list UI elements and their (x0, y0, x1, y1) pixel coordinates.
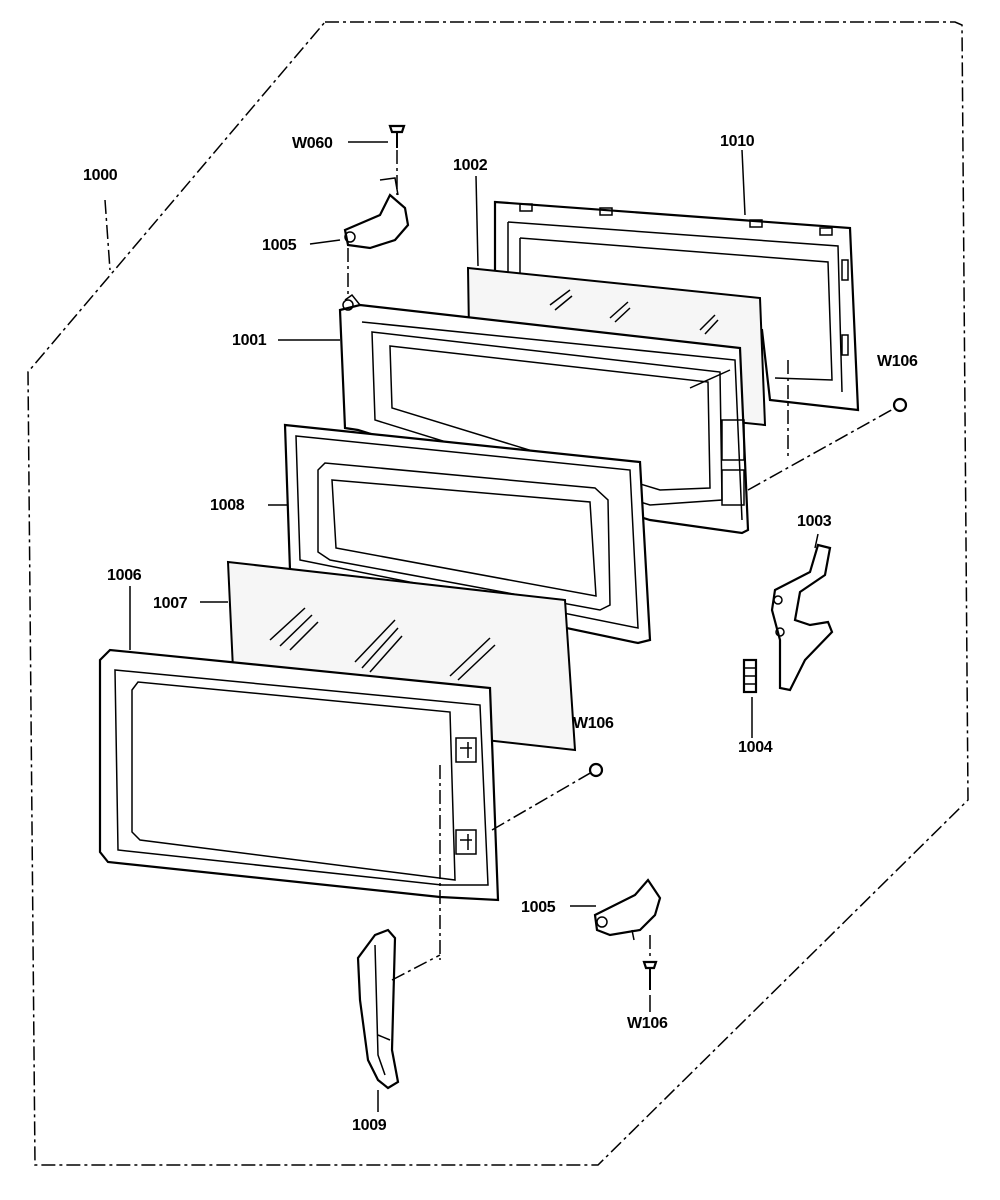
label-1005-bottom: 1005 (521, 899, 556, 916)
handle (356, 928, 400, 1090)
assembly-boundary (27, 21, 969, 1166)
label-1002: 1002 (453, 157, 488, 174)
label-1005-top: 1005 (262, 237, 297, 254)
choke-frame (338, 293, 750, 535)
label-1001: 1001 (232, 332, 267, 349)
screw-w060 (388, 124, 406, 148)
label-1008: 1008 (210, 497, 245, 514)
screw-w106-mid (588, 762, 604, 778)
label-1004: 1004 (738, 739, 773, 756)
assembly-leader (104, 199, 111, 271)
label-w060: W060 (292, 135, 333, 152)
spring (742, 658, 758, 694)
label-1009: 1009 (352, 1117, 387, 1134)
hinge-bottom (593, 878, 662, 941)
hinge-top (343, 177, 410, 250)
label-w106-bottom: W106 (627, 1015, 668, 1032)
screw-w106-bottom (642, 960, 658, 990)
screw-w106-right (892, 397, 908, 413)
door-screen (283, 423, 652, 645)
label-w106-mid: W106 (573, 715, 614, 732)
label-1010: 1010 (720, 133, 755, 150)
label-1003: 1003 (797, 513, 832, 530)
guide-lines (347, 150, 896, 981)
label-1000: 1000 (83, 167, 118, 184)
label-w106-right: W106 (877, 353, 918, 370)
door-frame (98, 648, 500, 902)
leader-lines (129, 141, 819, 1112)
label-1006: 1006 (107, 567, 142, 584)
latch-lever (770, 543, 834, 692)
label-1007: 1007 (153, 595, 188, 612)
